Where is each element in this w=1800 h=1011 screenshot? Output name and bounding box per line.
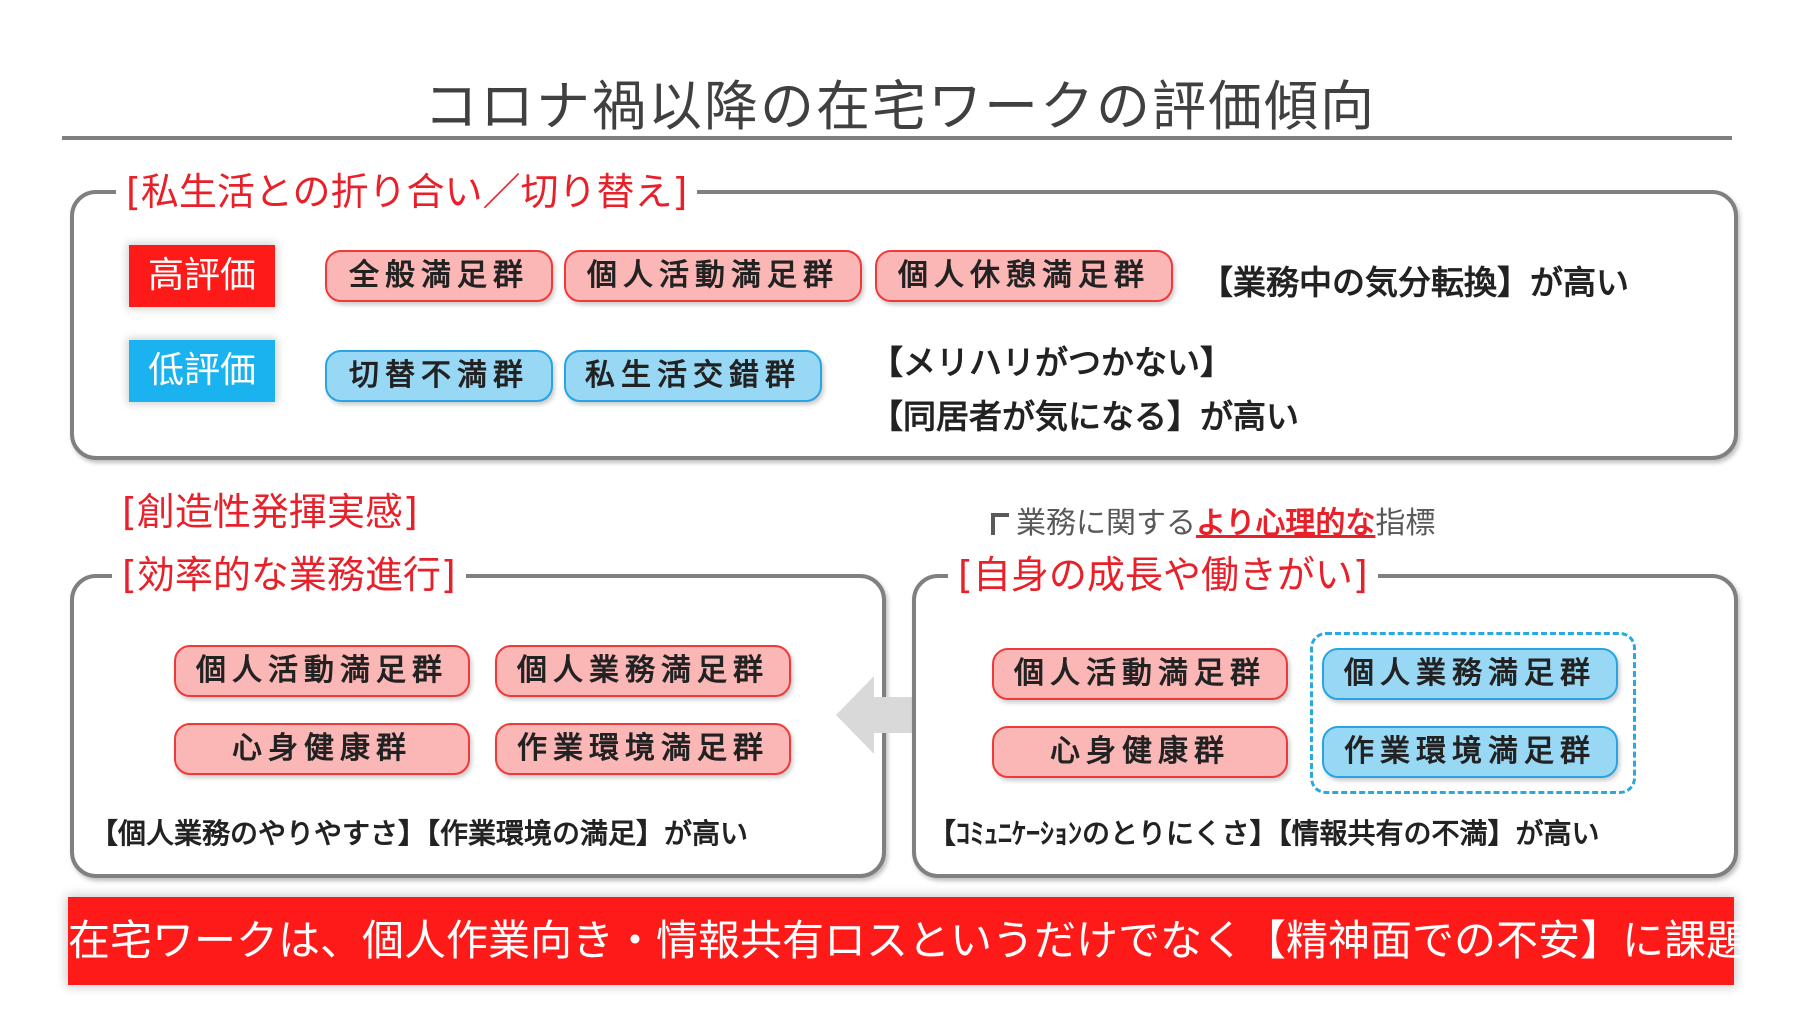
group-pill: 個人活動満足群: [174, 645, 470, 697]
title-divider: [62, 136, 1732, 140]
private-life-panel-heading: [私生活との折り合い／切り替え]: [116, 170, 698, 214]
psychological-indicator-caption: 業務に関するより心理的な指標: [1016, 506, 1436, 541]
group-pill: 個人活動満足群: [992, 648, 1288, 700]
group-pill: 私生活交錯群: [564, 350, 822, 402]
page-title: コロナ禍以降の在宅ワークの評価傾向: [424, 75, 1376, 138]
low-evaluation-note-line2: 【同居者が気になる】が高い: [870, 397, 1299, 436]
efficiency-panel-heading: [効率的な業務進行]: [112, 553, 466, 597]
dashed-highlight-box: [1310, 632, 1636, 794]
group-pill: 個人休憩満足群: [875, 250, 1173, 302]
group-pill: 個人活動満足群: [564, 250, 862, 302]
growth-panel-heading: [自身の成長や働きがい]: [948, 553, 1378, 597]
high-evaluation-badge: 高評価: [129, 245, 275, 307]
group-pill: 切替不満群: [325, 350, 553, 402]
group-pill: 個人業務満足群: [1322, 648, 1618, 700]
growth-note: 【ｺﾐｭﾆｹｰｼｮﾝのとりにくさ】【情報共有の不満】が高い: [928, 817, 1600, 850]
group-pill: 心身健康群: [174, 723, 470, 775]
low-evaluation-badge: 低評価: [129, 340, 275, 402]
group-pill: 作業環境満足群: [1322, 726, 1618, 778]
caption-bracket: [991, 513, 1009, 535]
group-pill: 全般満足群: [325, 250, 553, 302]
private-life-panel: [70, 190, 1738, 460]
left-panel-heading-above: [創造性発揮実感]: [122, 490, 418, 534]
high-evaluation-note: 【業務中の気分転換】が高い: [1200, 263, 1629, 302]
group-pill: 個人業務満足群: [495, 645, 791, 697]
group-pill: 心身健康群: [992, 726, 1288, 778]
efficiency-note: 【個人業務のやりやすさ】【作業環境の満足】が高い: [90, 817, 749, 850]
low-evaluation-note-line1: 【メリハリがつかない】: [870, 343, 1233, 382]
group-pill: 作業環境満足群: [495, 723, 791, 775]
conclusion-banner: 在宅ワークは、個人作業向き・情報共有ロスというだけでなく【精神面での不安】に課題…: [68, 897, 1790, 985]
caption-emphasis: より心理的な: [1196, 506, 1376, 541]
